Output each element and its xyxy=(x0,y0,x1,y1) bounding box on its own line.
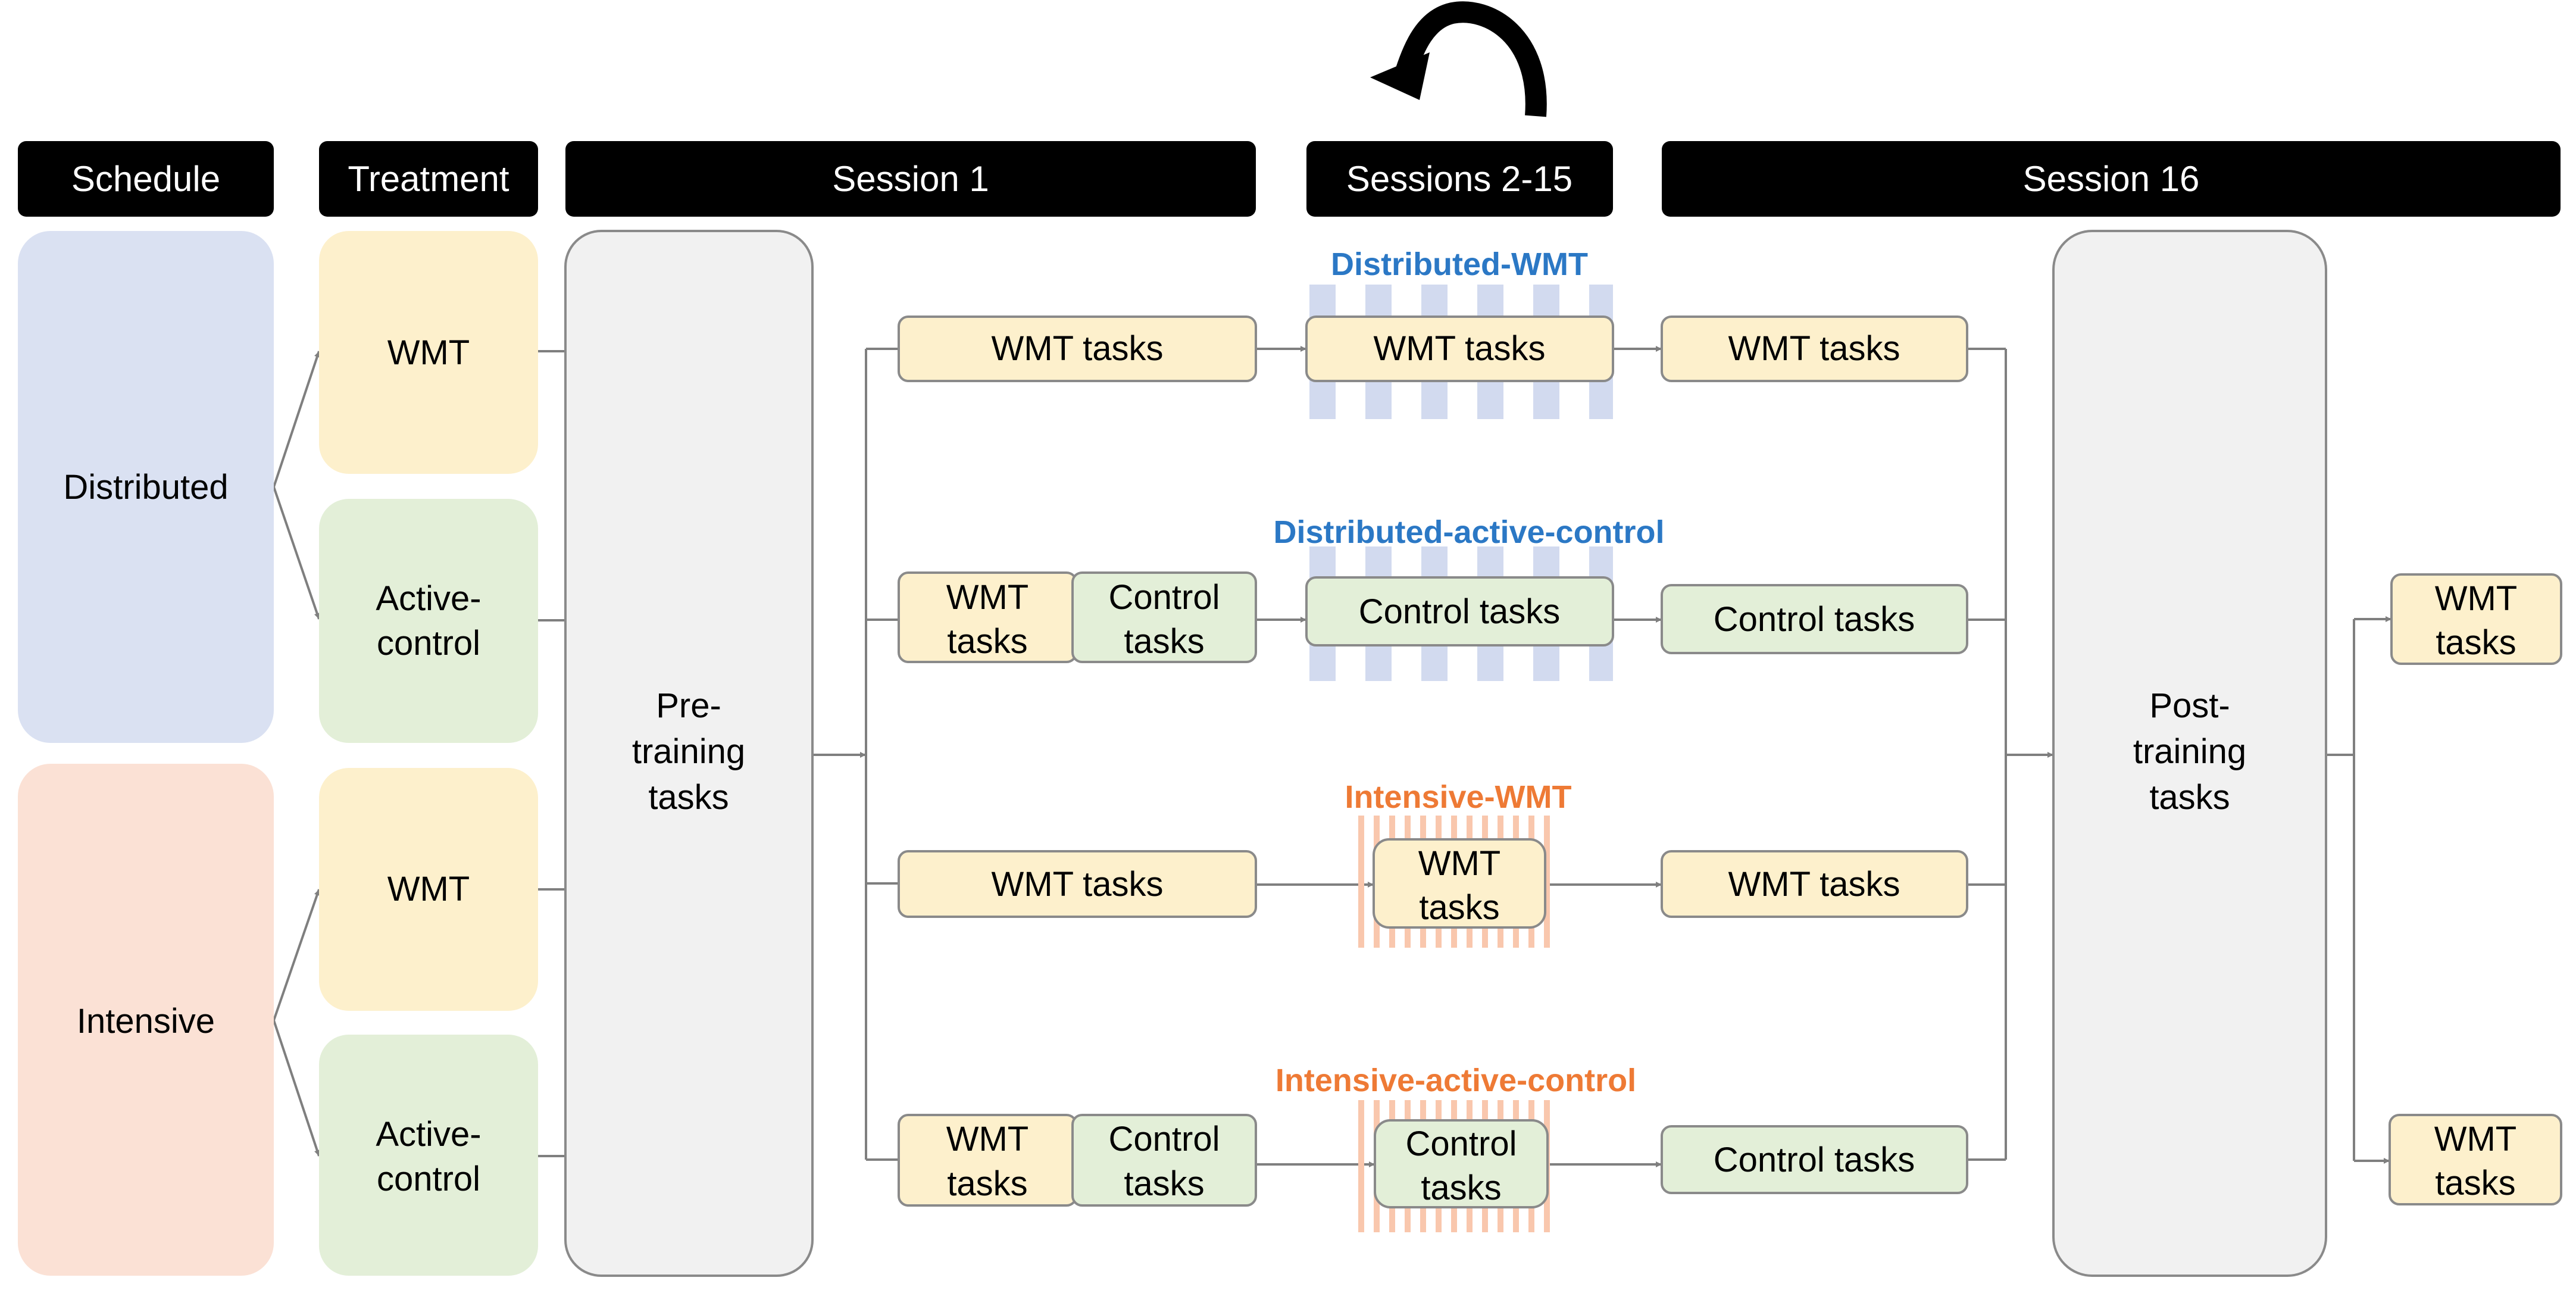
curved-return-arrow-icon xyxy=(1370,1,1547,117)
svg-text:tasks: tasks xyxy=(648,778,729,817)
svg-text:tasks: tasks xyxy=(2149,778,2230,817)
session1-wmt-tasks-row2: WMT tasks xyxy=(898,571,1077,663)
svg-text:tasks: tasks xyxy=(1124,622,1204,661)
svg-text:WMT: WMT xyxy=(946,1120,1029,1158)
training-control-tasks-row2: Control tasks xyxy=(1305,576,1614,646)
session16-wmt-tasks-row1: WMT tasks xyxy=(1661,316,1968,382)
posttraining-tasks-box: Post- training tasks xyxy=(2052,230,2327,1277)
svg-text:training: training xyxy=(2133,732,2246,771)
treatment-distributed-wmt: WMT xyxy=(319,231,538,474)
svg-text:Distributed: Distributed xyxy=(63,468,228,507)
svg-text:Control: Control xyxy=(1406,1125,1517,1163)
final-wmt-tasks-top: WMT tasks xyxy=(2390,573,2562,665)
header-treatment: Treatment xyxy=(319,141,538,217)
svg-text:Treatment: Treatment xyxy=(348,159,509,199)
session16-wmt-tasks-row3: WMT tasks xyxy=(1661,850,1968,918)
svg-text:Active-: Active- xyxy=(376,579,481,618)
svg-text:WMT tasks: WMT tasks xyxy=(992,329,1164,368)
svg-text:WMT tasks: WMT tasks xyxy=(992,865,1164,904)
svg-text:WMT: WMT xyxy=(2435,579,2518,618)
schedule-intensive: Intensive xyxy=(18,764,274,1276)
header-sessions-2-15: Sessions 2-15 xyxy=(1306,141,1613,217)
schedule-distributed: Distributed xyxy=(18,231,274,743)
header-session-16: Session 16 xyxy=(1662,141,2561,217)
svg-text:tasks: tasks xyxy=(1124,1164,1204,1203)
svg-text:tasks: tasks xyxy=(947,1164,1027,1203)
svg-text:tasks: tasks xyxy=(947,622,1027,661)
svg-text:WMT tasks: WMT tasks xyxy=(1374,329,1546,368)
connector-lines xyxy=(273,346,2391,1167)
session1-control-tasks-row2: Control tasks xyxy=(1071,571,1257,663)
svg-text:WMT: WMT xyxy=(1418,844,1501,883)
svg-text:Session 16: Session 16 xyxy=(2023,159,2200,199)
svg-text:tasks: tasks xyxy=(2435,1164,2515,1202)
group-label-intensive-wmt: Intensive-WMT xyxy=(1345,779,1571,815)
header-session-1: Session 1 xyxy=(565,141,1256,217)
session1-wmt-tasks-row4: WMT tasks xyxy=(898,1114,1077,1207)
treatment-intensive-active-control: Active- control xyxy=(319,1035,538,1276)
final-wmt-tasks-bottom: WMT tasks xyxy=(2389,1114,2562,1205)
treatment-distributed-active-control: Active- control xyxy=(319,499,538,743)
pretraining-tasks-box: Pre- training tasks xyxy=(564,230,814,1277)
treatment-intensive-wmt: WMT xyxy=(319,768,538,1011)
svg-text:WMT: WMT xyxy=(946,578,1029,617)
svg-text:Sessions 2-15: Sessions 2-15 xyxy=(1346,159,1573,199)
svg-text:Post-: Post- xyxy=(2149,686,2230,725)
svg-text:WMT: WMT xyxy=(387,870,470,908)
session16-control-tasks-row2: Control tasks xyxy=(1661,584,1968,654)
svg-text:tasks: tasks xyxy=(2436,623,2516,662)
svg-text:Control tasks: Control tasks xyxy=(1714,1141,1915,1179)
svg-text:Active-: Active- xyxy=(376,1115,481,1154)
svg-text:Control tasks: Control tasks xyxy=(1714,600,1915,639)
svg-text:tasks: tasks xyxy=(1421,1169,1501,1207)
training-wmt-tasks-row3: WMT tasks xyxy=(1373,838,1546,929)
svg-text:training: training xyxy=(632,732,745,771)
svg-text:tasks: tasks xyxy=(1419,888,1499,927)
svg-text:Control: Control xyxy=(1109,578,1220,617)
group-label-distributed-wmt: Distributed-WMT xyxy=(1331,246,1588,282)
svg-text:Control tasks: Control tasks xyxy=(1359,592,1560,631)
svg-text:Schedule: Schedule xyxy=(71,159,220,199)
session16-control-tasks-row4: Control tasks xyxy=(1661,1125,1968,1194)
session1-wmt-tasks-row3: WMT tasks xyxy=(898,850,1257,918)
svg-text:control: control xyxy=(377,624,480,663)
group-label-intensive-active-control: Intensive-active-control xyxy=(1276,1063,1636,1098)
training-wmt-tasks-row1: WMT tasks xyxy=(1305,316,1614,382)
svg-text:Intensive: Intensive xyxy=(77,1002,215,1041)
svg-text:control: control xyxy=(377,1160,480,1198)
svg-text:WMT tasks: WMT tasks xyxy=(1728,329,1900,368)
svg-text:WMT: WMT xyxy=(387,333,470,372)
svg-text:WMT tasks: WMT tasks xyxy=(1728,865,1900,904)
svg-text:Session 1: Session 1 xyxy=(832,159,989,199)
svg-text:Pre-: Pre- xyxy=(656,686,721,725)
header-schedule: Schedule xyxy=(18,141,274,217)
training-control-tasks-row4: Control tasks xyxy=(1374,1119,1549,1208)
group-label-distributed-active-control: Distributed-active-control xyxy=(1273,514,1664,550)
svg-text:WMT: WMT xyxy=(2434,1120,2517,1158)
session1-control-tasks-row4: Control tasks xyxy=(1071,1114,1257,1207)
svg-text:Control: Control xyxy=(1109,1120,1220,1158)
session1-wmt-tasks-row1: WMT tasks xyxy=(898,316,1257,382)
